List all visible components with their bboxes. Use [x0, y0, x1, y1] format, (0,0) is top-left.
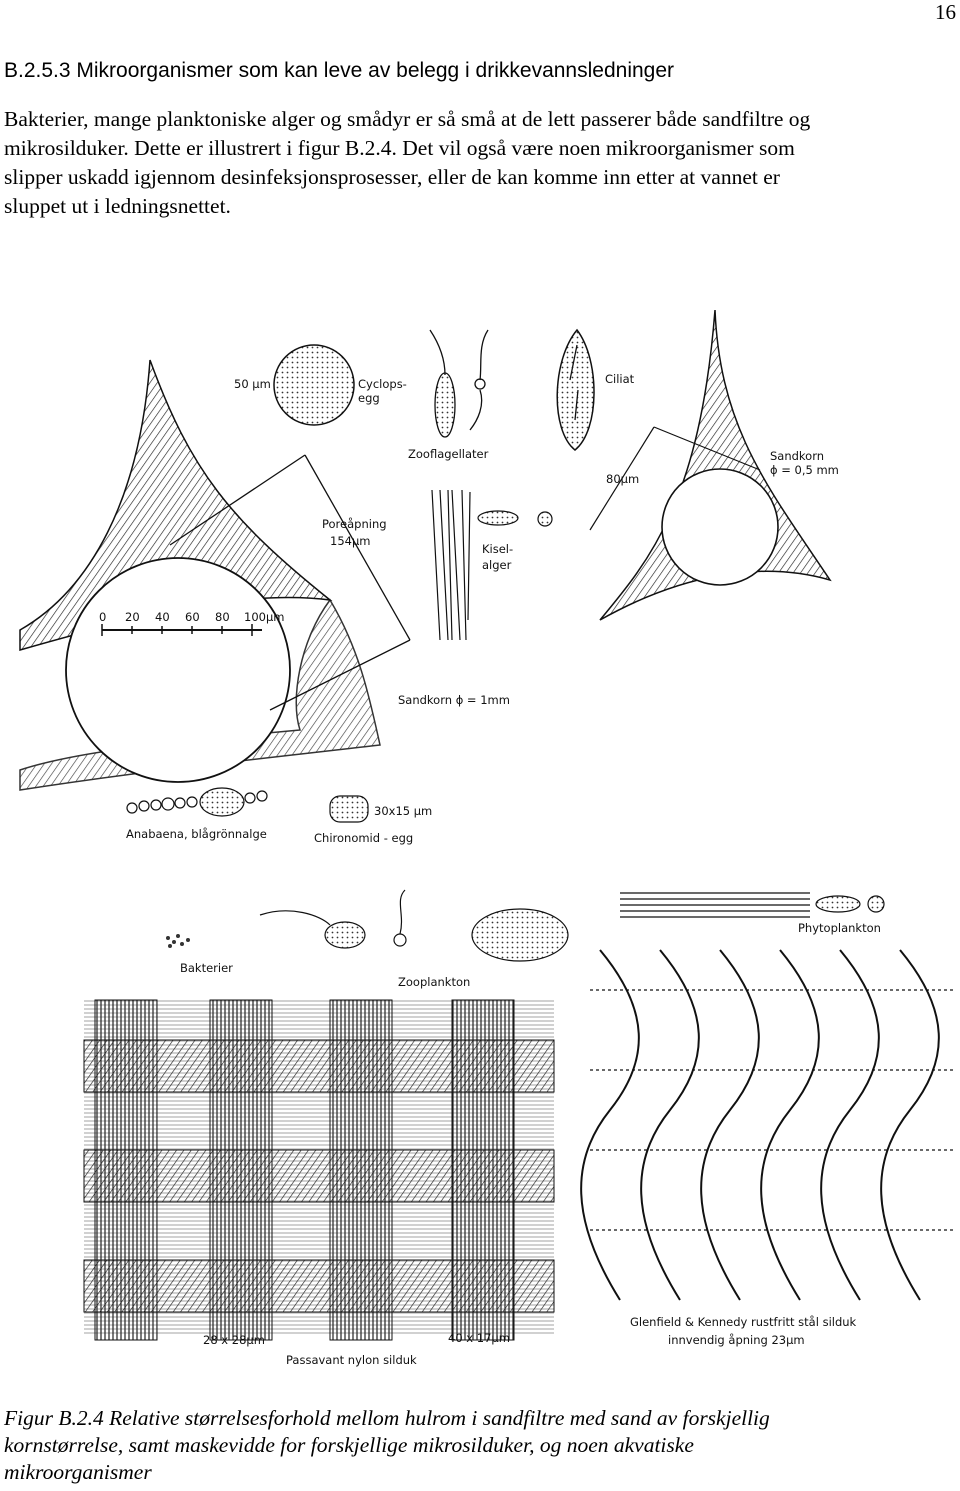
phytoplankton-group — [620, 892, 885, 918]
nylon-mesh — [83, 999, 555, 1341]
label-cyclops-egg: egg — [358, 391, 380, 405]
section-heading: B.2.5.3 Mikroorganismer som kan leve av … — [4, 59, 675, 82]
label-kiselalger: alger — [482, 558, 512, 572]
cyclops-egg — [273, 344, 355, 426]
label-glenfield: Glenfield & Kennedy rustfritt stål sildu… — [630, 1315, 857, 1329]
label-bakterier: Bakterier — [180, 961, 233, 975]
label-40x17: 40 x 17µm — [448, 1331, 510, 1345]
body-line: Bakterier, mange planktoniske alger og s… — [4, 107, 811, 131]
caption-line: kornstørrelse, samt maskevidde for forsk… — [4, 1433, 694, 1457]
scale-bar: 0 20 40 60 80 100µm — [99, 610, 284, 636]
bacteria-cluster — [166, 934, 190, 948]
label-anabaena: Anabaena, blågrönnalge — [126, 827, 267, 841]
figure-b24-illustration: 0 20 40 60 80 100µm 50 µm Cyclops- egg Z… — [19, 309, 955, 1367]
label-zooflagellater: Zooflagellater — [408, 447, 489, 461]
label-kiselalger: Kisel- — [482, 542, 513, 556]
body-line: mikrosilduker. Dette er illustrert i fig… — [4, 136, 795, 160]
large-sand-grains — [19, 359, 411, 791]
label-chironomid: Chironomid - egg — [314, 831, 413, 845]
caption-line: Figur B.2.4 Relative størrelsesforhold m… — [4, 1406, 770, 1430]
body-line: slipper uskadd igjennom desinfeksjonspro… — [4, 165, 780, 189]
scale-tick-label: 60 — [185, 610, 200, 624]
zooflagellates — [429, 329, 489, 438]
label-zooplankton: Zooplankton — [398, 975, 470, 989]
chironomid-egg — [329, 795, 369, 823]
label-sandkorn-small: Sandkorn — [770, 449, 824, 463]
ciliate — [556, 328, 595, 451]
label-cyclops-egg: Cyclops- — [358, 377, 407, 391]
label-passavant: Passavant nylon silduk — [286, 1353, 417, 1367]
label-glenfield: innvendig åpning 23µm — [668, 1333, 805, 1347]
label-50um: 50 µm — [234, 377, 271, 391]
label-poreapning: Poreåpning — [322, 517, 387, 531]
pore-circle-small — [661, 468, 779, 586]
label-phytoplankton: Phytoplankton — [798, 921, 881, 935]
scale-tick-label: 80 — [215, 610, 230, 624]
scale-tick-label: 100µm — [244, 610, 284, 624]
body-line: sluppet ut i ledningsnettet. — [4, 194, 231, 218]
pore-circle-large — [65, 557, 291, 783]
scale-tick-label: 40 — [155, 610, 170, 624]
label-30x15: 30x15 µm — [374, 804, 432, 818]
scale-tick-label: 20 — [125, 610, 140, 624]
anabaena-chain — [126, 787, 268, 817]
label-28x28: 28 x 28µm — [203, 1333, 265, 1347]
zooplankton-group — [259, 889, 569, 962]
diatoms — [431, 489, 553, 641]
body-paragraph: Bakterier, mange planktoniske alger og s… — [4, 105, 949, 221]
page-number: 16 — [935, 0, 956, 24]
small-sand-grains — [589, 309, 832, 621]
steel-mesh — [580, 949, 955, 1301]
scale-tick-label: 0 — [99, 610, 106, 624]
figure-caption: Figur B.2.4 Relative størrelsesforhold m… — [4, 1405, 949, 1486]
caption-line: mikroorganismer — [4, 1460, 152, 1484]
label-sandkorn-small: ϕ = 0,5 mm — [770, 463, 839, 477]
label-ciliat: Ciliat — [605, 372, 635, 386]
label-sandkorn-large: Sandkorn ϕ = 1mm — [398, 693, 510, 707]
label-80um: 80µm — [606, 472, 639, 486]
label-poreapning: 154µm — [330, 534, 370, 548]
